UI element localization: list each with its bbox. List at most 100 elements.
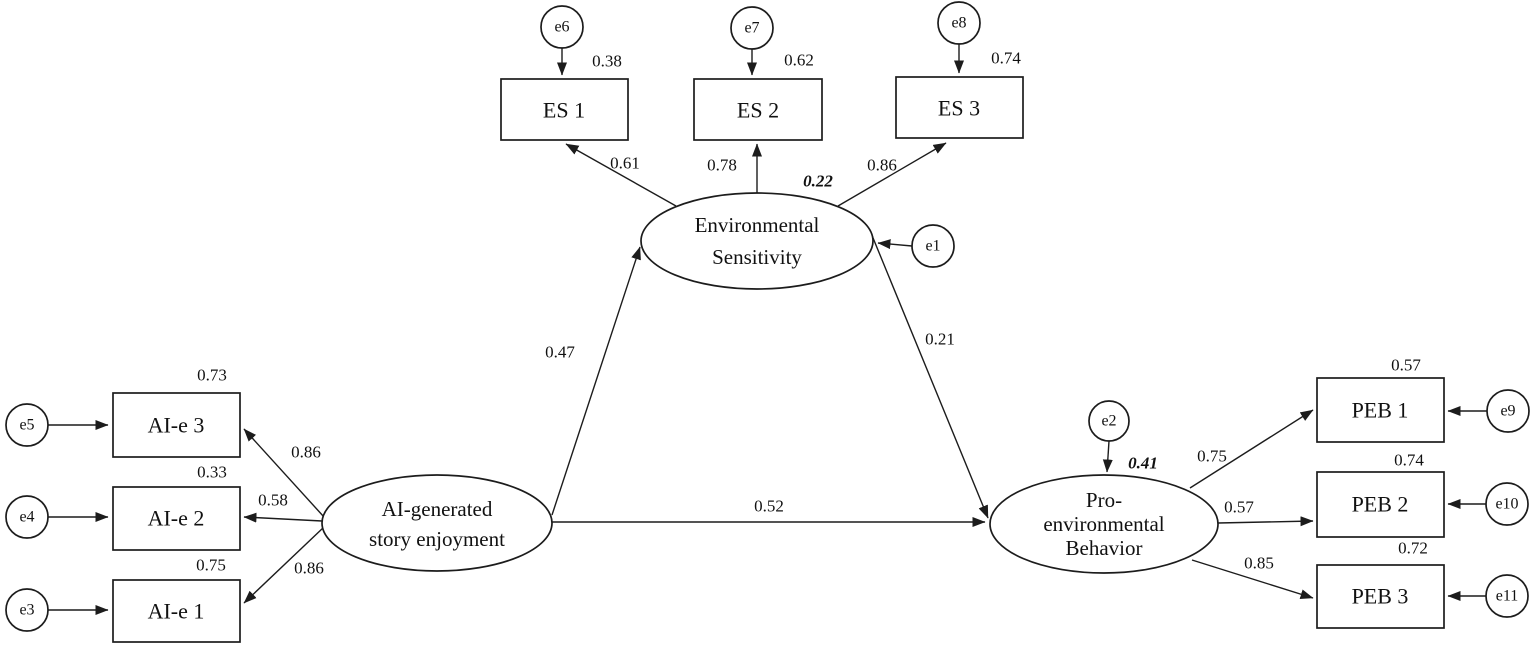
- e4-label: e4: [19, 509, 34, 526]
- e7-label: e7: [744, 20, 759, 37]
- peb1-loading: 0.75: [1197, 447, 1227, 466]
- es1-box: [500, 78, 629, 141]
- peb2-box: [1316, 471, 1445, 538]
- e4-circle: [5, 495, 49, 539]
- e5-circle: [5, 403, 49, 447]
- e1-label: e1: [925, 238, 940, 255]
- ai-story-enjoyment-label-line1: AI-generated: [382, 497, 493, 521]
- aie3-box: [112, 392, 241, 458]
- aie1-loading: 0.86: [294, 559, 324, 578]
- aie2-label: AI-e 2: [148, 506, 205, 531]
- es1-r2: 0.38: [592, 52, 622, 71]
- env-sensitivity-label-line1: Environmental: [695, 213, 820, 237]
- e8-label: e8: [951, 15, 966, 32]
- aie1-r2: 0.75: [196, 556, 226, 575]
- pro-env-behavior-r2: 0.41: [1128, 454, 1158, 473]
- edges: [48, 44, 1487, 615]
- latent-ai-story-enjoyment: AI-generated story enjoyment: [321, 474, 553, 572]
- edge-ai-to-aie3: [243, 428, 325, 518]
- env-sensitivity-ellipse: [640, 192, 874, 290]
- e6-label: e6: [554, 19, 569, 36]
- peb2-loading: 0.57: [1224, 498, 1254, 517]
- es3-label: ES 3: [938, 96, 980, 121]
- edge-ai-to-aie2: [243, 512, 323, 523]
- indicator-peb3: PEB 3 0.72 0.85: [1244, 539, 1445, 629]
- indicator-es1: ES 1 0.38 0.61: [500, 52, 640, 173]
- e2-circle: [1088, 400, 1130, 442]
- es1-loading: 0.61: [610, 154, 640, 173]
- edge-es-to-es1: [565, 143, 677, 207]
- e5-label: e5: [19, 417, 34, 434]
- edge-peb-to-peb1: [1189, 409, 1314, 489]
- e10-label: e10: [1495, 496, 1518, 513]
- indicator-aie3: AI-e 3 0.73 0.86: [112, 366, 321, 462]
- error-e1: e1: [911, 224, 955, 268]
- es3-box: [895, 76, 1024, 139]
- error-e7: e7: [730, 6, 774, 50]
- error-e6: e6: [540, 5, 584, 49]
- peb3-loading: 0.85: [1244, 554, 1274, 573]
- aie1-box: [112, 579, 241, 643]
- aie3-r2: 0.73: [197, 366, 227, 385]
- ai-story-enjoyment-ellipse: [321, 474, 553, 572]
- path-ai-to-es-coefficient: 0.47: [545, 343, 575, 362]
- edge-e2-to-peb: [1102, 440, 1113, 473]
- latent-pro-env-behavior: Pro- environmental Behavior 0.41: [989, 454, 1219, 574]
- edge-ai-to-aie1: [243, 526, 325, 604]
- env-sensitivity-label-line2: Sensitivity: [712, 245, 802, 269]
- e8-circle: [937, 1, 981, 45]
- indicator-es2: ES 2 0.62 0.78: [693, 51, 823, 175]
- path-ai-to-peb-coefficient: 0.52: [754, 497, 784, 516]
- pro-env-behavior-ellipse: [989, 474, 1219, 574]
- e11-circle: [1485, 574, 1529, 618]
- e2-label: e2: [1101, 413, 1116, 430]
- aie2-loading: 0.58: [258, 491, 288, 510]
- e1-circle: [911, 224, 955, 268]
- e3-circle: [5, 588, 49, 632]
- path-es-to-peb-coefficient: 0.21: [925, 330, 955, 349]
- e3-label: e3: [19, 602, 34, 619]
- es3-r2: 0.74: [991, 49, 1021, 68]
- es2-r2: 0.62: [784, 51, 814, 70]
- es1-label: ES 1: [543, 98, 585, 123]
- peb1-label: PEB 1: [1352, 398, 1409, 423]
- pro-env-behavior-label-line2: environmental: [1043, 512, 1164, 536]
- error-e3: e3: [5, 588, 49, 632]
- es3-loading: 0.86: [867, 156, 897, 175]
- indicator-aie1: AI-e 1 0.75 0.86: [112, 556, 324, 643]
- error-e11: e11: [1485, 574, 1529, 618]
- edge-ai-to-es: [551, 246, 641, 516]
- error-e10: e10: [1485, 482, 1529, 526]
- edge-es-to-peb: [870, 232, 989, 519]
- aie2-r2: 0.33: [197, 463, 227, 482]
- error-e4: e4: [5, 495, 49, 539]
- ai-story-enjoyment-label-line2: story enjoyment: [369, 527, 505, 551]
- indicator-peb2: PEB 2 0.74 0.57: [1224, 451, 1445, 538]
- peb1-box: [1316, 377, 1445, 443]
- indicator-es3: ES 3 0.74 0.86: [867, 49, 1024, 175]
- aie3-label: AI-e 3: [148, 413, 205, 438]
- peb3-r2: 0.72: [1398, 539, 1428, 558]
- latent-env-sensitivity: Environmental Sensitivity 0.22: [640, 172, 874, 290]
- error-e9: e9: [1486, 389, 1530, 433]
- env-sensitivity-r2: 0.22: [803, 172, 833, 191]
- peb2-label: PEB 2: [1352, 492, 1409, 517]
- peb3-box: [1316, 564, 1445, 629]
- indicator-peb1: PEB 1 0.57 0.75: [1197, 356, 1445, 466]
- error-e5: e5: [5, 403, 49, 447]
- es2-box: [693, 78, 823, 141]
- e9-label: e9: [1500, 403, 1515, 420]
- path-coefficients: 0.47 0.52 0.21: [545, 330, 955, 516]
- aie3-loading: 0.86: [291, 443, 321, 462]
- edge-e1-to-es: [877, 239, 913, 250]
- e6-circle: [540, 5, 584, 49]
- aie1-label: AI-e 1: [148, 599, 205, 624]
- e11-label: e11: [1496, 588, 1519, 605]
- pro-env-behavior-label-line1: Pro-: [1086, 488, 1122, 512]
- error-e2: e2: [1088, 400, 1130, 442]
- indicator-aie2: AI-e 2 0.33 0.58: [112, 463, 288, 551]
- edge-peb-to-peb2: [1217, 516, 1314, 527]
- pro-env-behavior-label-line3: Behavior: [1066, 536, 1143, 560]
